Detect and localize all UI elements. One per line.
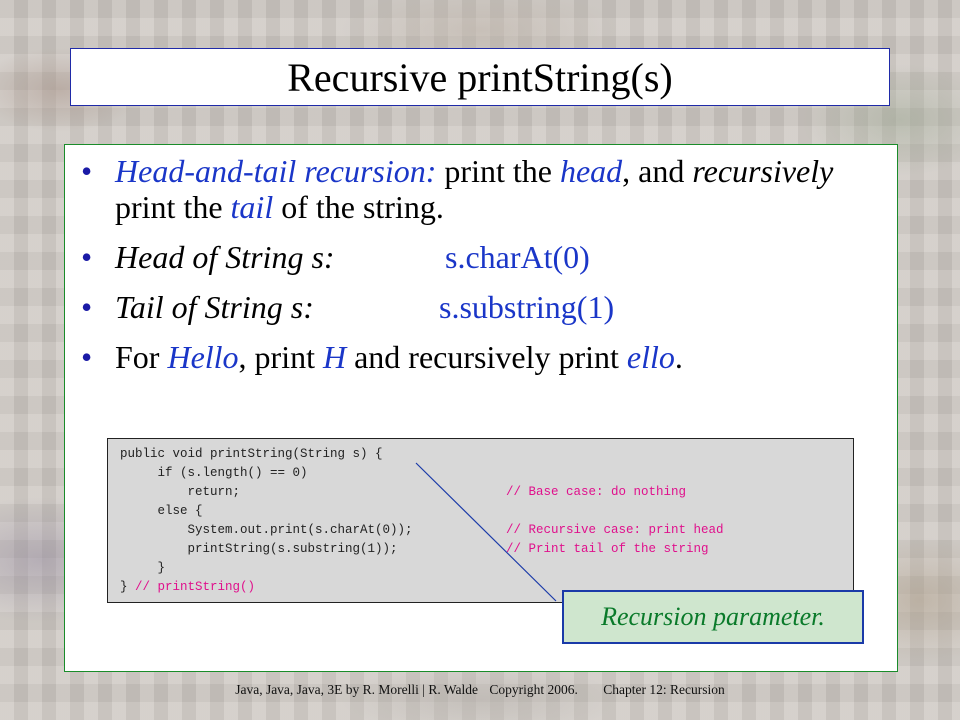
code-text: } [120, 580, 136, 594]
code-line: else { [120, 504, 203, 518]
bullet-dot: • [81, 289, 93, 325]
text-run: of the string. [273, 189, 444, 225]
bullet-code-value: s.charAt(0) [445, 239, 590, 275]
text-run: For [115, 339, 168, 375]
bullet-dot: • [81, 339, 93, 375]
bullet-hello-example: • For Hello, print H and recursively pri… [79, 339, 889, 375]
bullet-tail-of-string: • Tail of String s: s.substring(1) [79, 289, 889, 325]
code-line: public void printString(String s) { [120, 447, 383, 461]
code-comment: // Print tail of the string [506, 542, 709, 556]
code-line: return; [120, 485, 241, 499]
text-run: print the [115, 153, 850, 225]
code-comment: // printString() [135, 580, 256, 594]
term-tail: tail [230, 189, 274, 225]
bullet-text: Head-and-tail recursion: print the head,… [115, 153, 849, 225]
bullet-label: Head of String s: [115, 239, 335, 275]
slide-footer: Java, Java, Java, 3E by R. Morelli | R. … [0, 682, 960, 698]
bullet-head-tail: • Head-and-tail recursion: print the hea… [79, 153, 889, 225]
text-run: and recursively print [346, 339, 627, 375]
term-head-and-tail: Head-and-tail recursion: [115, 153, 437, 189]
text-run: , and [622, 153, 693, 189]
text-run: print the [436, 153, 560, 189]
code-comment: // Recursive case: print head [506, 523, 724, 537]
term-head: head [559, 153, 623, 189]
term-hello: Hello [167, 339, 239, 375]
content-panel: • Head-and-tail recursion: print the hea… [64, 144, 898, 672]
term-h: H [322, 339, 347, 375]
recursion-parameter-callout: Recursion parameter. [562, 590, 864, 644]
code-line: if (s.length() == 0) [120, 466, 308, 480]
bullet-code-value: s.substring(1) [439, 289, 615, 325]
pointer-line [415, 462, 557, 602]
bullet-dot: • [81, 153, 93, 189]
code-line-closing: } // printString() [120, 580, 255, 594]
code-line: System.out.print(s.charAt(0)); [120, 523, 413, 537]
footer-copyright: Copyright 2006. [489, 682, 578, 697]
bullet-dot: • [81, 239, 93, 275]
bullet-list: • Head-and-tail recursion: print the hea… [79, 153, 889, 389]
footer-credit: Java, Java, Java, 3E by R. Morelli | R. … [235, 682, 479, 697]
text-run: . [674, 339, 683, 375]
bullet-head-of-string: • Head of String s: s.charAt(0) [79, 239, 889, 275]
term-ello: ello [626, 339, 675, 375]
term-recursively: recursively [692, 153, 834, 189]
text-run: , print [238, 339, 323, 375]
footer-chapter: Chapter 12: Recursion [603, 682, 725, 697]
code-comment: // Base case: do nothing [506, 485, 687, 499]
bullet-label: Tail of String s: [115, 289, 314, 325]
code-line: printString(s.substring(1)); [120, 542, 398, 556]
title-box: Recursive printString(s) [70, 48, 890, 106]
slide-title: Recursive printString(s) [287, 54, 673, 100]
code-block: public void printString(String s) { if (… [107, 438, 854, 603]
code-line: } [120, 561, 166, 575]
